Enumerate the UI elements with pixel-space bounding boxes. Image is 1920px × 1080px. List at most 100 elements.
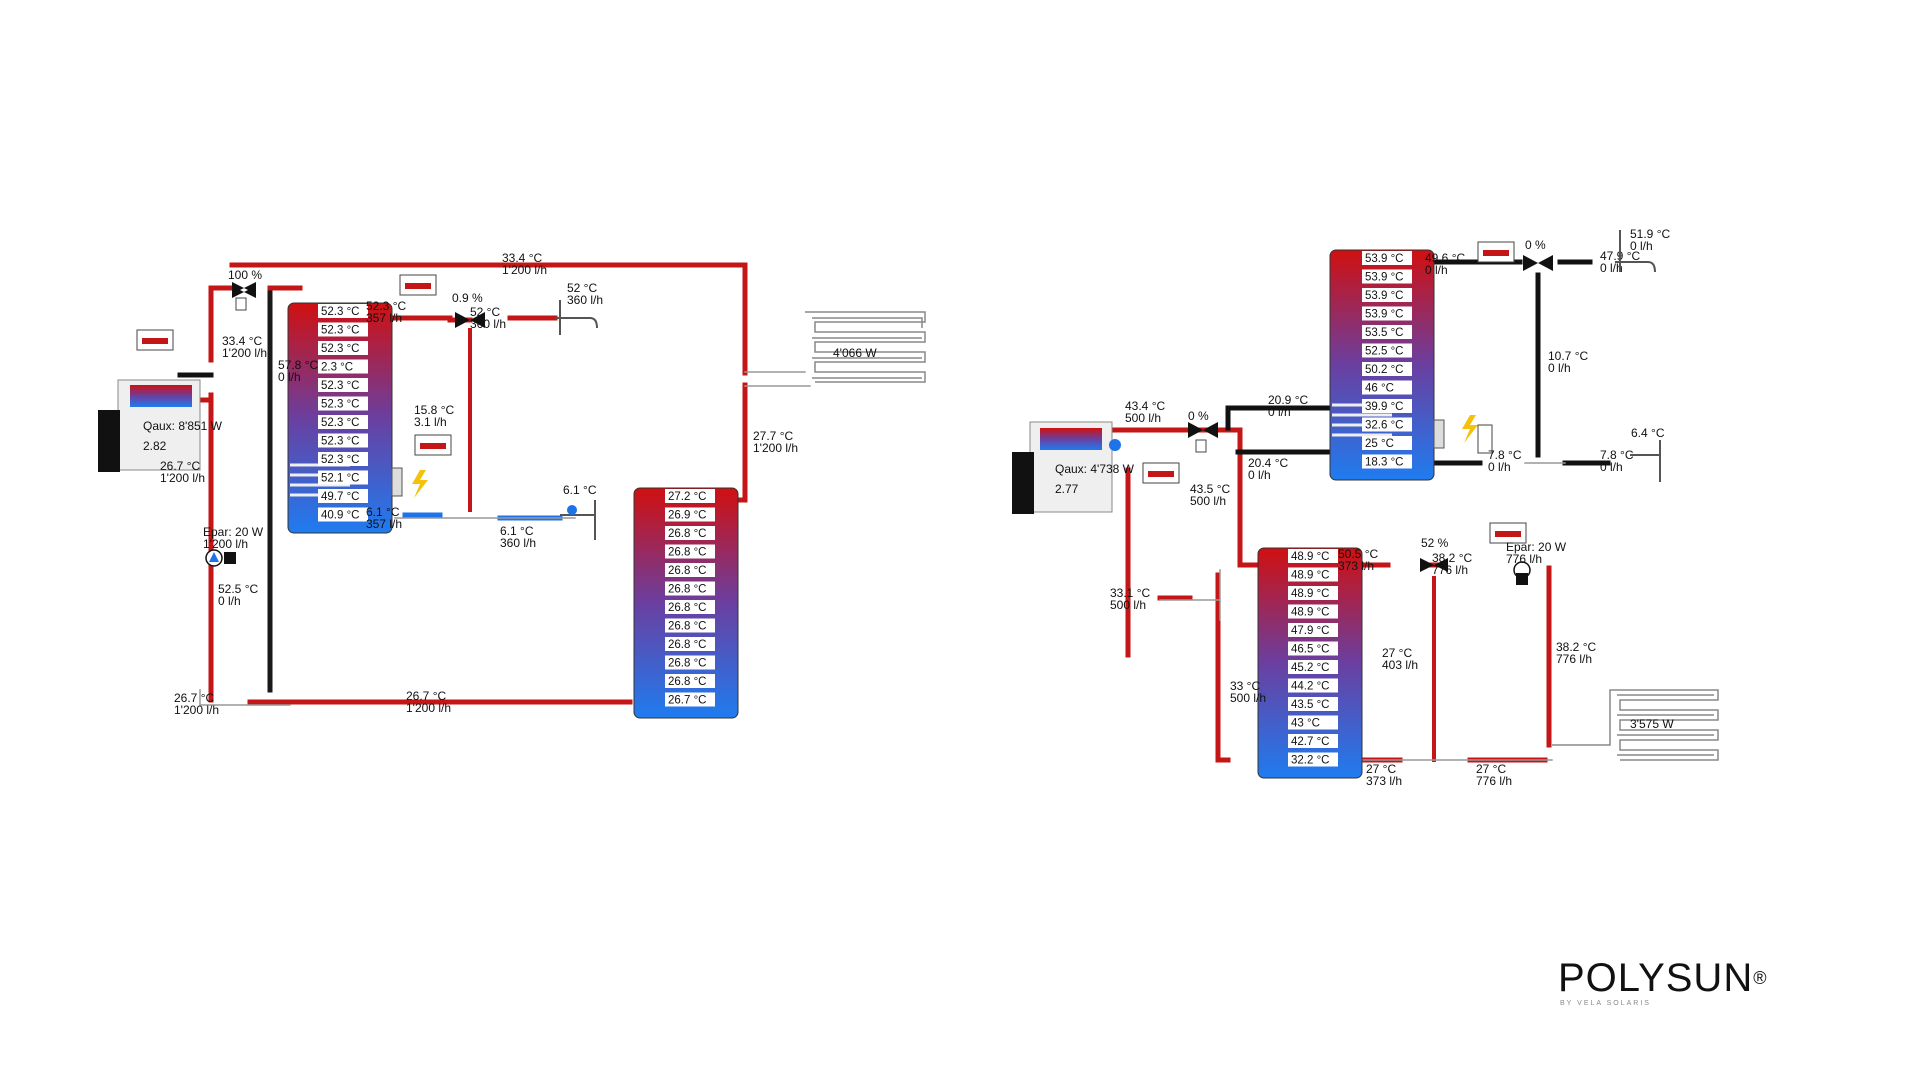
top-pipe-flow: 1'200 l/h — [502, 263, 547, 277]
tank-layer-temp: 52.3 °C — [321, 399, 359, 411]
tank-layer-box — [1288, 623, 1338, 637]
buffer-return-flow: 1'200 l/h — [753, 441, 798, 455]
hp-left-return-temp: 26.7 °C — [160, 459, 200, 473]
valve-right-pct: 0 % — [1188, 409, 1209, 423]
tank-layer-box — [665, 618, 715, 633]
tank-layer-box — [665, 637, 715, 651]
heat-pump-right[interactable]: Qaux: 4'738 W 2.77 — [1012, 421, 1135, 514]
tank-layer-temp: 52.5 °C — [1365, 346, 1403, 358]
controller-icon[interactable] — [399, 274, 437, 296]
tank-layer-temp: 50.2 °C — [1365, 364, 1403, 376]
tank-layer-box — [1362, 399, 1412, 413]
electric-heater-icon — [412, 470, 428, 498]
tank-layer-box — [1288, 567, 1338, 582]
hp-left-return-flow: 1'200 l/h — [160, 471, 205, 485]
buffer-return-temp: 27.7 °C — [753, 429, 793, 443]
controller-icon[interactable] — [414, 434, 452, 456]
down-pipe-flow: 500 l/h — [1190, 494, 1226, 508]
tap-hot-flow: 0 l/h — [1630, 239, 1653, 253]
pump-left-below-temp: 52.5 °C — [218, 582, 258, 596]
hot-water-tap-icon[interactable] — [1615, 230, 1656, 273]
brand-name: POLYSUN — [1558, 956, 1754, 1000]
tank-layer-box — [1288, 678, 1338, 693]
coil-in-temp: 20.9 °C — [1268, 393, 1308, 407]
tap-hot-temp: 51.9 °C — [1630, 227, 1670, 241]
mixing-valve-icon[interactable] — [455, 312, 485, 328]
floor-heating-icon[interactable] — [805, 311, 926, 383]
pump-icon[interactable] — [205, 549, 236, 567]
dhw-right-out-temp: 49.6 °C — [1425, 251, 1465, 265]
cold-water-inlet-icon[interactable] — [1630, 440, 1661, 482]
tank-layer-temp: 2.3 °C — [321, 362, 353, 374]
heat-pump-left[interactable]: Qaux: 8'851 W 2.82 — [98, 379, 223, 472]
mix2-flow: 776 l/h — [1432, 563, 1468, 577]
tank-layer-temp: 26.8 °C — [668, 621, 706, 633]
tank-layer-temp: 18.3 °C — [1365, 457, 1403, 469]
tank-layer-box — [665, 507, 715, 522]
dhw-left-out-temp: 52.3 °C — [366, 299, 406, 313]
tank-layer-temp: 49.7 °C — [321, 491, 359, 503]
tank-layer-box — [1362, 288, 1412, 302]
three-way-valve-icon[interactable] — [232, 282, 256, 311]
tank-layer-temp: 26.8 °C — [668, 658, 706, 670]
buffer-right-left-flow: 500 l/h — [1230, 691, 1266, 705]
polysun-logo: POLYSUN® BY VELA SOLARIS — [1558, 958, 1788, 1018]
tank-layer-box — [665, 489, 715, 503]
cold-vertical-temp: 10.7 °C — [1548, 349, 1588, 363]
tank-layer-temp: 26.8 °C — [668, 565, 706, 577]
mix2-pct: 52 % — [1421, 536, 1449, 550]
controller-icon[interactable] — [1477, 241, 1515, 263]
bypass-flow: 403 l/h — [1382, 658, 1418, 672]
floor-heating-icon[interactable] — [1552, 689, 1719, 761]
bottom-left-temp: 26.7 °C — [174, 691, 214, 705]
tank-layer-temp: 26.8 °C — [668, 547, 706, 559]
hp-left-qaux: Qaux: 8'851 W — [143, 419, 223, 433]
tank-layer-temp: 52.3 °C — [321, 306, 359, 318]
cold-main-right-temp: 7.8 °C — [1600, 448, 1634, 462]
cold-water-inlet-icon[interactable] — [560, 500, 596, 540]
bottom-b-flow: 776 l/h — [1476, 774, 1512, 788]
tank-layer-box — [318, 341, 368, 355]
dhw-left-out-flow: 357 l/h — [366, 311, 402, 325]
tank-layer-temp: 39.9 °C — [1365, 401, 1403, 413]
tank-layer-box — [1288, 586, 1338, 600]
hp-right-cop: 2.77 — [1055, 482, 1079, 496]
tank-layer-temp: 53.9 °C — [1365, 253, 1403, 265]
hot-water-tap-icon[interactable] — [555, 300, 598, 335]
hp-left-supply-flow: 1'200 l/h — [222, 346, 267, 360]
tank-layer-box — [318, 359, 368, 374]
tank-layer-box — [1362, 269, 1412, 284]
controller-icon[interactable] — [1142, 462, 1180, 484]
tank-layer-temp: 42.7 °C — [1291, 736, 1329, 748]
hp-right-return-temp: 33.1 °C — [1110, 586, 1150, 600]
hp-right-return-flow: 500 l/h — [1110, 598, 1146, 612]
pump-icon[interactable] — [1513, 561, 1531, 585]
tank-layer-box — [1288, 697, 1338, 711]
three-way-valve-icon[interactable] — [1188, 422, 1218, 453]
tank-layer-temp: 26.8 °C — [668, 639, 706, 651]
dhw-left-in-flow: 0 l/h — [278, 370, 301, 384]
buffer-right-left-temp: 33 °C — [1230, 679, 1260, 693]
tank-layer-box — [665, 581, 715, 596]
tank-layer-box — [665, 674, 715, 688]
left-system: Qaux: 8'851 W 2.82 100 % 33.4 °C 1'200 l… — [98, 251, 926, 719]
tank-layer-temp: 46 °C — [1365, 383, 1394, 395]
tank-layer-temp: 26.7 °C — [668, 695, 706, 707]
down-pipe-temp: 43.5 °C — [1190, 482, 1230, 496]
tank-layer-temp: 26.8 °C — [668, 602, 706, 614]
controller-icon[interactable] — [1489, 522, 1527, 544]
tank-layer-temp: 52.3 °C — [321, 325, 359, 337]
tank-layer-temp: 44.2 °C — [1291, 681, 1329, 693]
tank-layer-box — [318, 470, 368, 485]
brand-tagline: BY VELA SOLARIS — [1560, 1000, 1651, 1007]
controller-icon[interactable] — [136, 329, 174, 351]
mixing-valve-icon[interactable] — [1523, 255, 1553, 271]
tank-layer-box — [318, 452, 368, 466]
coil-out-temp: 20.4 °C — [1248, 456, 1288, 470]
mixing-valve-icon[interactable] — [1420, 558, 1448, 572]
cold-source-right-temp: 6.4 °C — [1631, 426, 1665, 440]
tank-layer-temp: 48.9 °C — [1291, 551, 1329, 563]
tank-layer-temp: 25 °C — [1365, 438, 1394, 450]
tap-mix-flow: 0 l/h — [1600, 261, 1623, 275]
